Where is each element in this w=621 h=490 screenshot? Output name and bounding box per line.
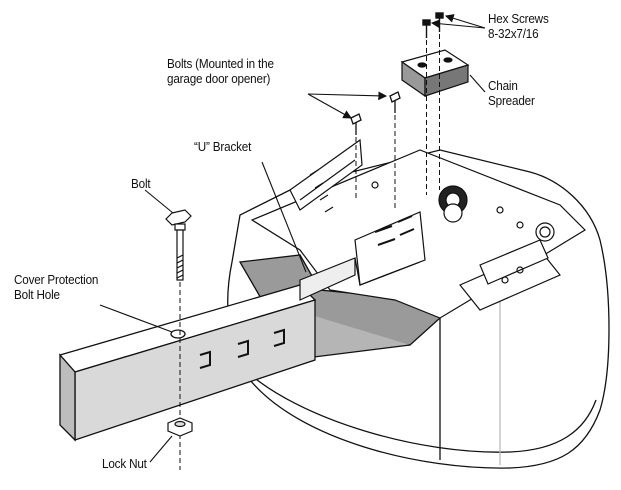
sprocket: [438, 185, 468, 223]
u-bracket-label: “U” Bracket: [194, 139, 252, 154]
hex-screw-centerlines: [426, 34, 440, 195]
leader-lines: [99, 14, 486, 463]
rail: [58, 284, 317, 442]
lock-nut: [167, 417, 193, 437]
bolts-mounted-label: Bolts (Mounted in the garage door opener…: [167, 56, 274, 86]
mounted-bolts: [350, 91, 401, 135]
hex-screws-label: Hex Screws 8-32x7/16: [488, 11, 549, 41]
bolt: [165, 209, 192, 281]
chain-spreader: [400, 49, 470, 98]
chain-spreader-label: Chain Spreader: [488, 78, 535, 108]
u-bracket: [299, 211, 426, 301]
bolt-label: Bolt: [131, 176, 151, 191]
lock-nut-label: Lock Nut: [102, 456, 147, 471]
cover-protection-label: Cover Protection Bolt Hole: [14, 272, 99, 302]
